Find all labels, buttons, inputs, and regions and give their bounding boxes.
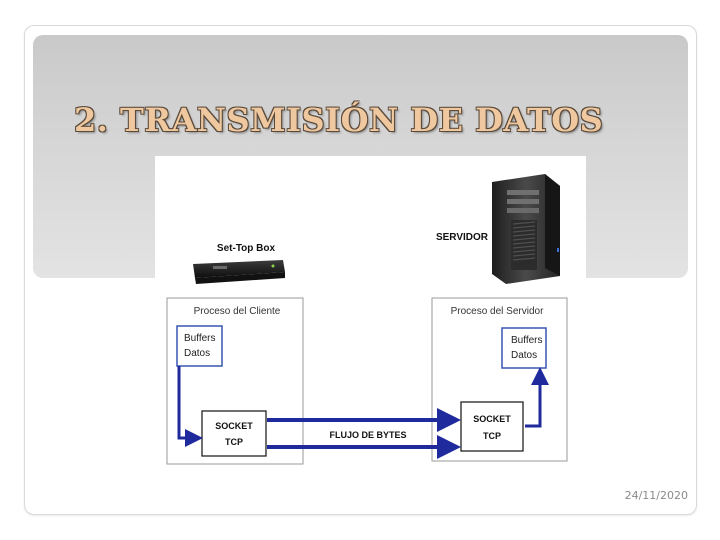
client-server-diagram: Set-Top Box SERVIDOR Proceso del Cliente… <box>155 156 586 466</box>
set-top-box-icon <box>193 260 285 284</box>
client-buffer-box <box>176 325 223 367</box>
slide-title: 2. TRANSMISIÓN DE DATOS <box>74 101 604 139</box>
client-socket-box <box>201 410 267 457</box>
server-socket-line1: SOCKET <box>473 414 511 424</box>
client-buffer-line1: Buffers <box>184 333 216 344</box>
client-process-label: Proceso del Cliente <box>194 306 281 317</box>
client-socket-line1: SOCKET <box>215 421 253 431</box>
client-buffer-to-socket-arrow <box>177 366 203 447</box>
client-buffer-line2: Datos <box>184 348 210 359</box>
server-buffer-box <box>501 327 547 369</box>
server-label: SERVIDOR <box>436 232 489 243</box>
server-socket-to-buffer-arrow <box>525 367 549 428</box>
slide-date: 24/11/2020 <box>624 489 688 502</box>
server-socket-box <box>460 401 524 452</box>
client-socket-line2: TCP <box>225 437 243 447</box>
server-buffer-line2: Datos <box>511 350 537 361</box>
server-icon <box>492 174 560 284</box>
set-top-box-label: Set-Top Box <box>217 243 276 254</box>
byte-flow-label: FLUJO DE BYTES <box>329 430 406 440</box>
server-process-label: Proceso del Servidor <box>451 306 544 317</box>
server-buffer-line1: Buffers <box>511 335 543 346</box>
server-socket-line2: TCP <box>483 431 501 441</box>
